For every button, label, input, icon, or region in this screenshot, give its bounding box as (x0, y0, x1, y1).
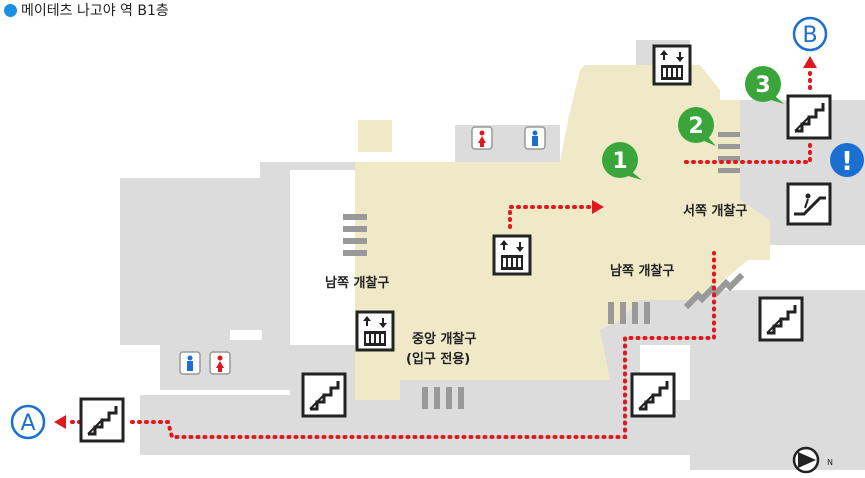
escalator-icon (786, 182, 832, 226)
map-title-text: 메이테츠 나고야 역 B1층 (21, 3, 169, 19)
gate-label-central-note: (입구 전용) (406, 351, 470, 367)
compass-icon: N (792, 446, 833, 474)
elevator-icon (492, 234, 532, 276)
stairs-icon (301, 372, 347, 418)
stairs-icon (630, 372, 676, 418)
route-lines (66, 66, 812, 439)
gate-bars (343, 132, 745, 409)
stairs-icon (786, 94, 832, 140)
elevator-icon (355, 310, 395, 352)
svg-text:A: A (20, 411, 35, 436)
svg-text:3: 3 (755, 73, 770, 98)
svg-text:!: ! (841, 147, 853, 177)
step-marker-1: 1 (602, 142, 642, 180)
svg-text:B: B (802, 23, 817, 48)
svg-text:2: 2 (688, 114, 703, 139)
exit-a-marker: A (10, 404, 46, 440)
svg-text:1: 1 (612, 149, 627, 174)
concourse-area (355, 65, 770, 400)
toilet-female-icon (209, 351, 231, 375)
toilet-male-icon (179, 351, 201, 375)
toilet-female-icon (471, 126, 493, 150)
gate-label-south-left: 남쪽 개찰구 (325, 275, 389, 291)
step-marker-3: 3 (745, 66, 784, 104)
concourse-annex (358, 120, 392, 152)
gate-label-west: 서쪽 개찰구 (683, 203, 747, 219)
stairs-icon (79, 397, 125, 443)
toilet-male-icon (524, 126, 546, 150)
route-arrows (54, 56, 817, 429)
svg-text:N: N (827, 458, 833, 467)
title-bullet-icon (4, 3, 17, 17)
elevator-icon (652, 44, 692, 86)
gate-label-south-right: 남쪽 개찰구 (610, 263, 674, 279)
stairs-icon (758, 296, 804, 342)
exit-b-marker: B (792, 16, 828, 52)
notice-marker: ! (830, 143, 864, 177)
gate-label-central: 중앙 개찰구 (412, 331, 476, 347)
map-title: 메이테츠 나고야 역 B1층 (4, 0, 169, 20)
step-marker-2: 2 (678, 107, 716, 146)
